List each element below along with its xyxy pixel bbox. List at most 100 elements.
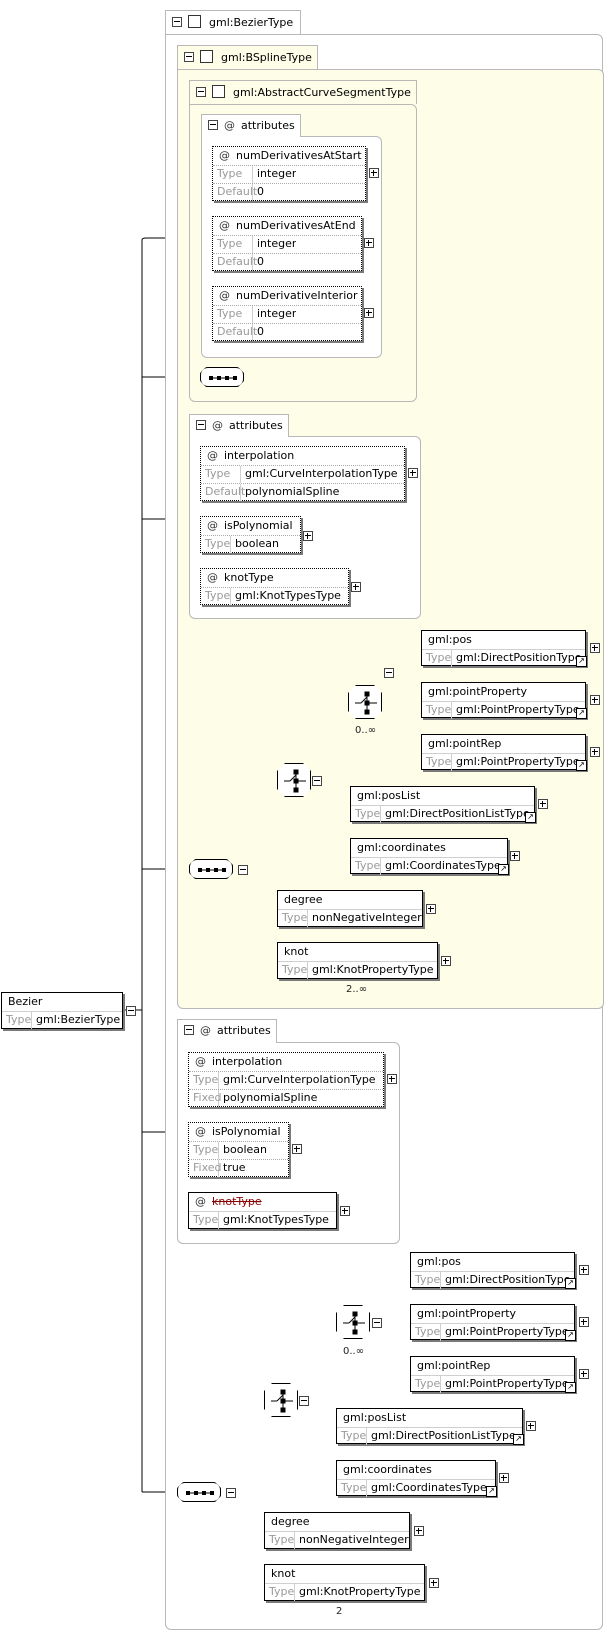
jump-icon[interactable]: ↗ [498, 864, 509, 875]
collapse-icon[interactable] [196, 87, 206, 97]
bspline-type-tab[interactable]: gml:BSplineType [177, 45, 318, 69]
expand-icon[interactable] [538, 799, 548, 809]
expand-icon[interactable] [364, 308, 374, 318]
jump-icon[interactable]: ↗ [565, 1382, 576, 1393]
expand-icon[interactable] [526, 1421, 536, 1431]
collapse-icon[interactable] [312, 776, 322, 786]
sequence-icon [178, 1483, 222, 1503]
collapse-icon[interactable] [172, 17, 182, 27]
jump-icon[interactable]: ↗ [576, 656, 587, 667]
expand-icon[interactable] [510, 851, 520, 861]
choice-icon [337, 1306, 371, 1340]
expand-icon[interactable] [426, 904, 436, 914]
type-icon [212, 85, 225, 98]
jump-icon[interactable]: ↗ [513, 1434, 524, 1445]
jump-icon[interactable]: ↗ [565, 1278, 576, 1289]
sequence-icon [201, 368, 245, 388]
expand-icon[interactable] [408, 468, 418, 478]
type-icon [200, 50, 213, 63]
choice-compositor[interactable] [264, 1383, 298, 1417]
choice-compositor[interactable] [336, 1305, 370, 1339]
collapse-icon[interactable] [299, 1396, 309, 1406]
jump-icon[interactable]: ↗ [576, 760, 587, 771]
sequence-compositor[interactable] [200, 367, 244, 387]
choice-icon [278, 764, 312, 798]
choice-icon [349, 686, 383, 720]
expand-icon[interactable] [369, 168, 379, 178]
sequence-compositor[interactable] [189, 859, 233, 879]
jump-icon[interactable]: ↗ [576, 708, 587, 719]
expand-icon[interactable] [303, 531, 313, 541]
choice-compositor[interactable] [277, 763, 311, 797]
jump-icon[interactable]: ↗ [565, 1330, 576, 1341]
collapse-icon[interactable] [196, 420, 206, 430]
expand-icon[interactable] [590, 643, 600, 653]
expand-icon[interactable] [364, 238, 374, 248]
bezier-attributes-tab[interactable]: @attributes [177, 1019, 277, 1043]
sequence-compositor[interactable] [177, 1482, 221, 1502]
collapse-icon[interactable] [184, 1025, 194, 1035]
expand-icon[interactable] [429, 1578, 439, 1588]
bspline-attributes-tab[interactable]: @attributes [189, 414, 289, 437]
occurrence-label: 2 [336, 1606, 343, 1617]
collapse-icon[interactable] [372, 1318, 382, 1328]
collapse-icon[interactable] [226, 1488, 236, 1498]
sequence-icon [190, 860, 234, 880]
expand-icon[interactable] [292, 1144, 302, 1154]
occurrence-label: 0..∞ [343, 1346, 365, 1357]
jump-icon[interactable]: ↗ [525, 812, 536, 823]
expand-icon[interactable] [579, 1265, 589, 1275]
expand-icon[interactable] [441, 956, 451, 966]
expand-icon[interactable] [590, 695, 600, 705]
collapse-icon[interactable] [126, 1006, 136, 1016]
expand-icon[interactable] [590, 747, 600, 757]
occurrence-label: 2..∞ [346, 984, 368, 995]
expand-icon[interactable] [340, 1206, 350, 1216]
expand-icon[interactable] [579, 1369, 589, 1379]
bezier-type-tab[interactable]: gml:BezierType [165, 10, 301, 34]
type-icon [188, 15, 201, 28]
expand-icon[interactable] [387, 1074, 397, 1084]
occurrence-label: 0..∞ [355, 725, 377, 736]
expand-icon[interactable] [414, 1526, 424, 1536]
expand-icon[interactable] [499, 1473, 509, 1483]
collapse-icon[interactable] [184, 52, 194, 62]
abstract-type-label: gml:AbstractCurveSegmentType [233, 86, 411, 99]
collapse-icon[interactable] [384, 668, 394, 678]
bspline-type-label: gml:BSplineType [221, 51, 312, 64]
collapse-icon[interactable] [208, 120, 218, 130]
choice-icon [265, 1384, 299, 1418]
expand-icon[interactable] [579, 1317, 589, 1327]
choice-compositor[interactable] [348, 685, 382, 719]
jump-icon[interactable]: ↗ [486, 1486, 497, 1497]
expand-icon[interactable] [351, 582, 361, 592]
abstract-attributes-tab[interactable]: @attributes [201, 114, 301, 137]
collapse-icon[interactable] [238, 865, 248, 875]
bezier-type-label: gml:BezierType [209, 16, 294, 29]
abstract-curve-segment-tab[interactable]: gml:AbstractCurveSegmentType [189, 80, 417, 104]
